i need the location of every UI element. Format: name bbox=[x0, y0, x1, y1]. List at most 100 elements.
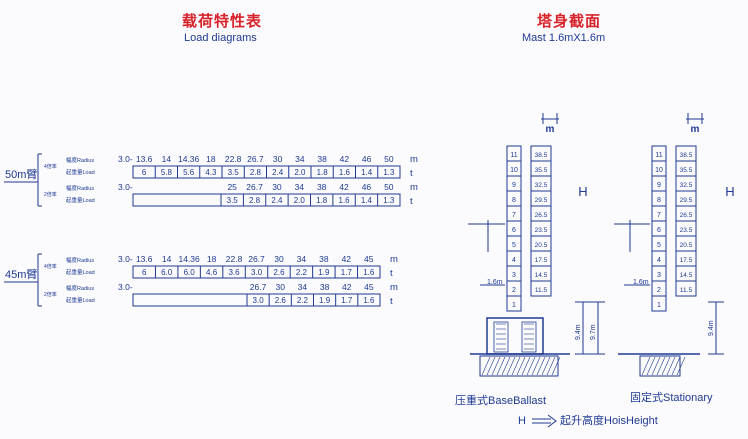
boom-45-four-fall-radius-value: 38 bbox=[319, 254, 329, 264]
stationary-dim-94: 9.4m bbox=[708, 320, 715, 336]
stationary-section-number: 9 bbox=[657, 182, 661, 189]
boom-50-four-fall-radius-value: 50 bbox=[384, 154, 394, 164]
stationary-section-number: 8 bbox=[657, 197, 661, 204]
ballast-section-number: 2 bbox=[512, 287, 516, 294]
mast-section-subtitle: Mast 1.6mX1.6m bbox=[522, 32, 606, 44]
ballast-foundation-hatch bbox=[551, 356, 561, 376]
boom-50-four-fall-radius-value: 14 bbox=[162, 154, 172, 164]
ballast-section-number: 6 bbox=[512, 227, 516, 234]
boom-50-two-fall-load-value: 2.8 bbox=[249, 196, 261, 205]
load-diagram-title: 载荷特性表 bbox=[182, 12, 263, 30]
boom-50-four-fall-radius-value: 30 bbox=[273, 154, 283, 164]
legend-h: H bbox=[518, 415, 526, 427]
boom-50-four-fall-radius-value: 22.8 bbox=[225, 154, 242, 164]
boom-50-two-fall-load-value: 1.4 bbox=[361, 196, 373, 205]
ballast-height-value: 23.5 bbox=[535, 227, 548, 234]
boom-45-four-fall-radius-label: 幅度Radius bbox=[66, 256, 94, 264]
boom-45-two-fall-load-value: 3.0 bbox=[253, 296, 265, 305]
stationary-mast-column bbox=[651, 145, 667, 312]
boom-50-two-fall-unit-t: t bbox=[410, 196, 413, 207]
boom-45-four-fall-radius-value: 13.6 bbox=[136, 254, 153, 264]
ballast-section-number: 5 bbox=[512, 242, 516, 249]
boom-50-four-fall-radius-value: 46 bbox=[362, 154, 372, 164]
boom-45-four-fall-load-value: 2.2 bbox=[296, 268, 308, 277]
stationary-foundation-hatch bbox=[661, 356, 671, 376]
legend-arrow-icon bbox=[532, 414, 557, 428]
ballast-foundation bbox=[479, 355, 559, 377]
boom-50-four-fall-radius-value: 42 bbox=[340, 154, 350, 164]
stationary-section-number: 2 bbox=[657, 287, 661, 294]
ballast-height-value: 29.5 bbox=[535, 197, 548, 204]
boom-50-two-fall-radius-value: 25 bbox=[227, 182, 237, 192]
stationary-foundation-hatch bbox=[651, 356, 661, 376]
boom-50-four-fall-load-value: 4.3 bbox=[205, 168, 217, 177]
stationary-section-number: 3 bbox=[657, 272, 661, 279]
stationary-height-value: 23.5 bbox=[680, 227, 693, 234]
boom-45-two-fall-load-value: 2.6 bbox=[275, 296, 287, 305]
ballast-foundation-hatch bbox=[486, 356, 496, 376]
boom-45-two-fall-unit-m: m bbox=[390, 282, 398, 293]
stationary-height-value: 38.5 bbox=[680, 152, 693, 159]
ballast-dim-97: 9.7m bbox=[590, 324, 597, 340]
boom-45-four-fall-unit-t: t bbox=[390, 268, 393, 279]
boom-50-two-fall-unit-m: m bbox=[410, 182, 418, 193]
boom-50-four-fall-load-label: 起重量Load bbox=[66, 168, 95, 176]
boom-45-four-fall-load-value: 3.6 bbox=[228, 268, 240, 277]
stationary-height-value: 32.5 bbox=[680, 182, 693, 189]
boom-45-four-fall-load-value: 6.0 bbox=[184, 268, 196, 277]
ballast-section-number: 10 bbox=[510, 167, 518, 174]
boom-50-four-fall-unit-t: t bbox=[410, 168, 413, 179]
boom-50-two-fall-radius-value: 30 bbox=[272, 182, 282, 192]
ballast-height-value: 26.5 bbox=[535, 212, 548, 219]
boom-50-four-fall-radius-value: 13.6 bbox=[136, 154, 153, 164]
stationary-h-symbol: H bbox=[725, 184, 734, 199]
boom-45-four-fall-radius-value: 14.36 bbox=[178, 254, 200, 264]
boom-45-two-fall-radius-start: 3.0- bbox=[118, 282, 133, 292]
mast-drawings: m111098765432138.535.532.529.526.523.520… bbox=[455, 113, 735, 428]
stationary-section-number: 10 bbox=[655, 167, 663, 174]
ballast-height-value: 20.5 bbox=[535, 242, 548, 249]
boom-50-two-fall-load-value: 1.6 bbox=[339, 196, 351, 205]
boom-50-four-fall-radius-value: 26.7 bbox=[247, 154, 264, 164]
stationary-foundation bbox=[639, 355, 681, 377]
boom-50-two-fall-radius-value: 38 bbox=[317, 182, 327, 192]
boom-50-four-fall-load-value: 1.4 bbox=[361, 168, 373, 177]
boom-45-four-fall-load-value: 1.9 bbox=[318, 268, 330, 277]
ballast-foundation-hatch bbox=[506, 356, 516, 376]
ballast-section-number: 9 bbox=[512, 182, 516, 189]
ballast-foundation-hatch bbox=[526, 356, 536, 376]
boom-50-two-fall-load-value: 1.8 bbox=[316, 196, 328, 205]
ballast-section-number: 7 bbox=[512, 212, 516, 219]
stationary-height-value: 35.5 bbox=[680, 167, 693, 174]
ballast-height-value: 38.5 bbox=[535, 152, 548, 159]
ballast-top-label: m bbox=[546, 124, 555, 135]
ballast-foundation-hatch bbox=[521, 356, 531, 376]
boom-50-label: 50m臂 bbox=[5, 168, 37, 181]
boom-45-four-fall-load-value: 3.0 bbox=[251, 268, 263, 277]
ballast-foundation-hatch bbox=[511, 356, 521, 376]
boom-45-two-fall-radius-value: 45 bbox=[364, 282, 374, 292]
stationary-height-value: 14.5 bbox=[680, 272, 693, 279]
ballast-foundation-hatch bbox=[541, 356, 551, 376]
boom-50-four-fall-load-value: 5.8 bbox=[161, 168, 173, 177]
stationary-foundation-hatch bbox=[641, 356, 651, 376]
boom-45-four-fall-load-box bbox=[132, 265, 381, 279]
boom-45-four-fall-radius-value: 45 bbox=[364, 254, 374, 264]
boom-50-four-fall-load-value: 1.8 bbox=[317, 168, 329, 177]
boom-45-two-fall-radius-value: 42 bbox=[342, 282, 352, 292]
stationary-foundation-hatch bbox=[646, 356, 656, 376]
boom-50-four-fall-fall-label: 4倍率 bbox=[44, 163, 57, 170]
stationary-foundation-hatch bbox=[676, 356, 686, 376]
boom-45-four-fall-load-value: 1.7 bbox=[341, 268, 353, 277]
mast-section-title: 塔身截面 bbox=[537, 12, 602, 30]
stationary-height-value: 26.5 bbox=[680, 212, 693, 219]
boom-45-two-fall-radius-value: 38 bbox=[320, 282, 330, 292]
stationary-caption: 固定式Stationary bbox=[630, 390, 713, 404]
stationary-section-number: 7 bbox=[657, 212, 661, 219]
boom-45-two-fall-fall-label: 2倍率 bbox=[44, 291, 57, 298]
stationary-section-number: 11 bbox=[655, 152, 662, 159]
ballast-foundation-hatch bbox=[531, 356, 541, 376]
ballast-foundation-hatch bbox=[516, 356, 526, 376]
ballast-height-value: 35.5 bbox=[535, 167, 548, 174]
